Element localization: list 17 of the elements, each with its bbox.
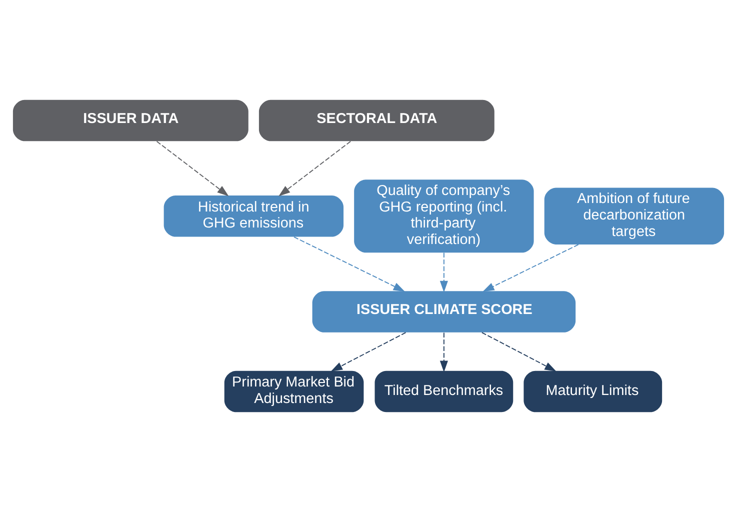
node-box: ISSUER CLIMATE SCORE <box>312 290 576 332</box>
node-box: ISSUER DATA <box>12 99 248 141</box>
arrow <box>156 140 229 196</box>
arrow <box>294 236 405 292</box>
node-box: Ambition of future decarbonization targets <box>544 187 724 244</box>
node-box: Primary Market Bid Adjustments <box>224 370 364 412</box>
node-box: Historical trend in GHG emissions <box>164 194 344 236</box>
node-box: Quality of company’s GHG reporting (incl. third-party verification) <box>354 179 534 252</box>
node-box: Maturity Limits <box>524 370 662 412</box>
arrow <box>482 244 579 292</box>
arrow <box>278 140 352 196</box>
arrow <box>440 332 448 372</box>
arrow <box>440 252 448 292</box>
node-box: Tilted Benchmarks <box>374 370 514 412</box>
arrow <box>481 332 556 371</box>
arrow <box>330 332 406 371</box>
node-box: SECTORAL DATA <box>258 99 494 141</box>
